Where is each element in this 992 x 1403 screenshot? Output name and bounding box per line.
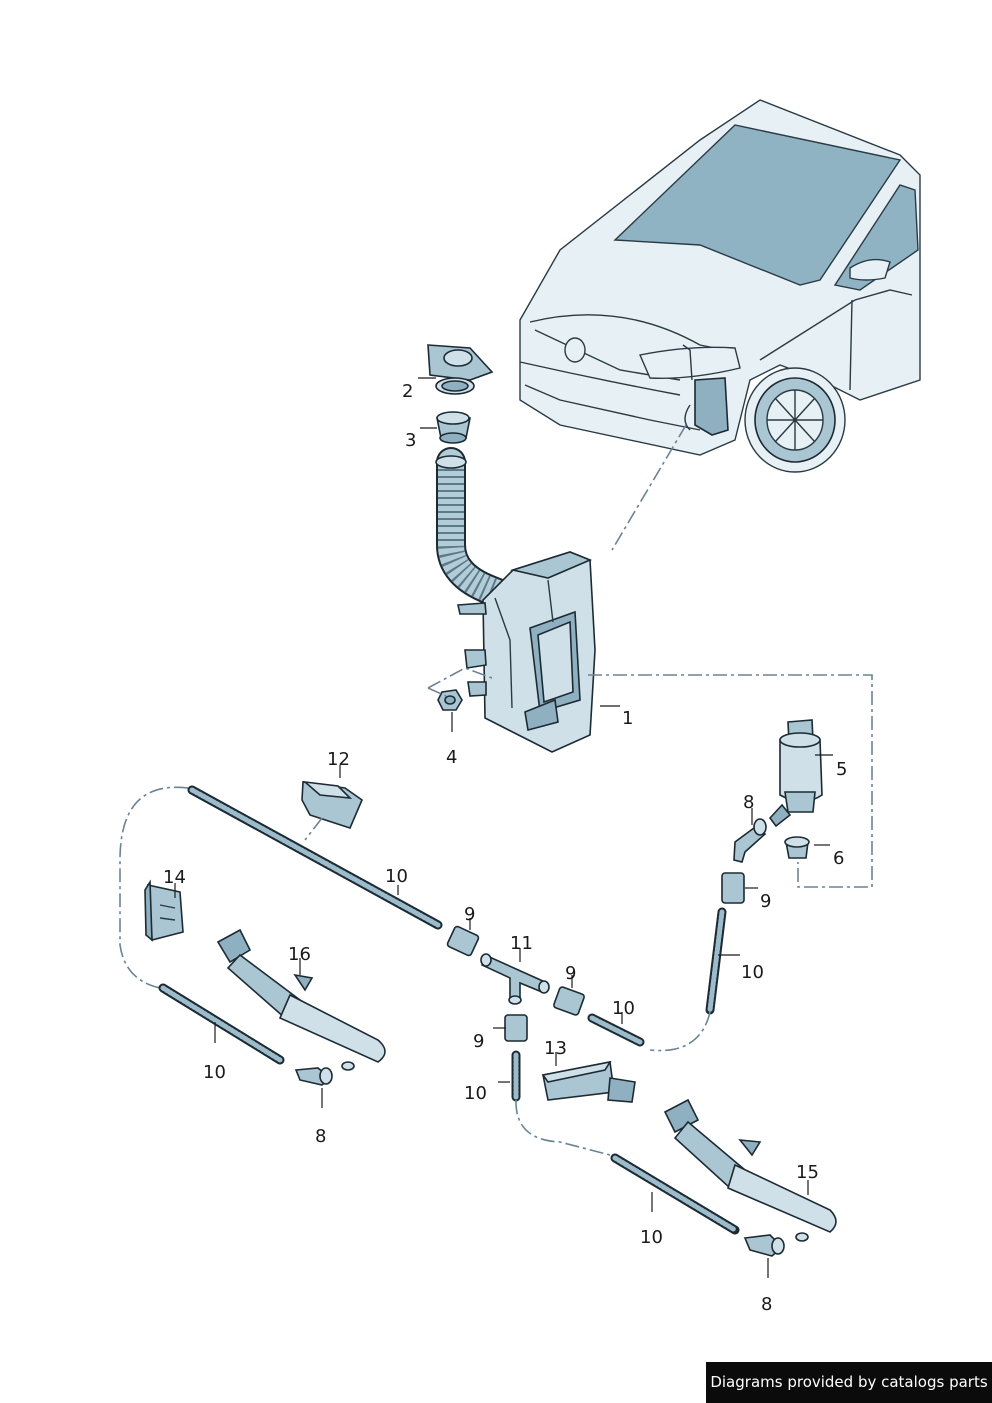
callout-10-center: 10: [612, 998, 635, 1019]
leader-lines: [174, 377, 833, 1278]
hose-lower-right: [610, 1153, 740, 1235]
callout-6: 6: [833, 848, 844, 869]
callout-14: 14: [163, 867, 186, 888]
elbow-connector-part-right: [743, 1234, 785, 1257]
reference-line-bracket: [304, 817, 323, 841]
nut-part: [437, 689, 463, 711]
elbow-connector-part-upper: [733, 818, 767, 863]
callout-11: 11: [510, 933, 533, 954]
callout-9-lower: 9: [473, 1031, 484, 1052]
hose-connector-part-right: [721, 872, 745, 904]
reference-line-nut: [427, 667, 493, 697]
callout-9-center: 9: [565, 963, 576, 984]
watermark-banner: Diagrams provided by catalogs parts: [706, 1362, 992, 1403]
hose-long-upper: [187, 785, 443, 930]
hose-connector-part-lower: [504, 1014, 528, 1042]
callout-10-lower: 10: [464, 1083, 487, 1104]
hose-connector-part-left: [446, 925, 480, 957]
callout-8-upper: 8: [743, 792, 754, 813]
callout-4: 4: [446, 747, 457, 768]
callout-15: 15: [796, 1162, 819, 1183]
reference-line-lower: [515, 1099, 611, 1156]
washer-reservoir-part: [457, 551, 596, 753]
elbow-connector-part-left: [294, 1067, 333, 1086]
hose-short-center: [587, 1013, 645, 1047]
callout-labels: 1 2 3 4 5 6 8 8 8 9 9 9 9 10 10 10 10 10…: [163, 381, 847, 1315]
clip-part: [144, 879, 184, 942]
filler-neck-hose: [435, 447, 530, 615]
callout-10-upper: 10: [385, 866, 408, 887]
callout-1: 1: [622, 708, 633, 729]
callout-8-left: 8: [315, 1126, 326, 1147]
grommet-part: [784, 836, 810, 859]
callout-2: 2: [402, 381, 413, 402]
reference-line-left-loop: [119, 786, 189, 989]
t-piece-part: [480, 953, 550, 1005]
hose-lower-left: [158, 983, 285, 1065]
callout-5: 5: [836, 759, 847, 780]
vehicle-illustration: [519, 99, 921, 473]
bracket-part: [301, 780, 363, 829]
callout-10-bottom: 10: [640, 1227, 663, 1248]
callout-10-left: 10: [203, 1062, 226, 1083]
hose-connector-part-center: [553, 986, 585, 1016]
headlight-washer-nozzle-left: [216, 928, 386, 1071]
callout-16: 16: [288, 944, 311, 965]
control-unit-part: [541, 1060, 636, 1103]
filler-cap-part: [427, 344, 494, 395]
callout-3: 3: [405, 430, 416, 451]
callout-13: 13: [544, 1038, 567, 1059]
callout-12: 12: [327, 749, 350, 770]
washer-pump-part: [768, 719, 823, 828]
callout-9-right: 9: [760, 891, 771, 912]
hose-right-vertical: [705, 907, 727, 1015]
reference-line-right-hose: [649, 1011, 711, 1052]
headlight-washer-nozzle-right: [663, 1098, 837, 1242]
callout-8-right: 8: [761, 1294, 772, 1315]
callout-9-left: 9: [464, 904, 475, 925]
reference-line-pump: [588, 674, 873, 888]
callout-10-right: 10: [741, 962, 764, 983]
adapter-part: [436, 411, 471, 444]
